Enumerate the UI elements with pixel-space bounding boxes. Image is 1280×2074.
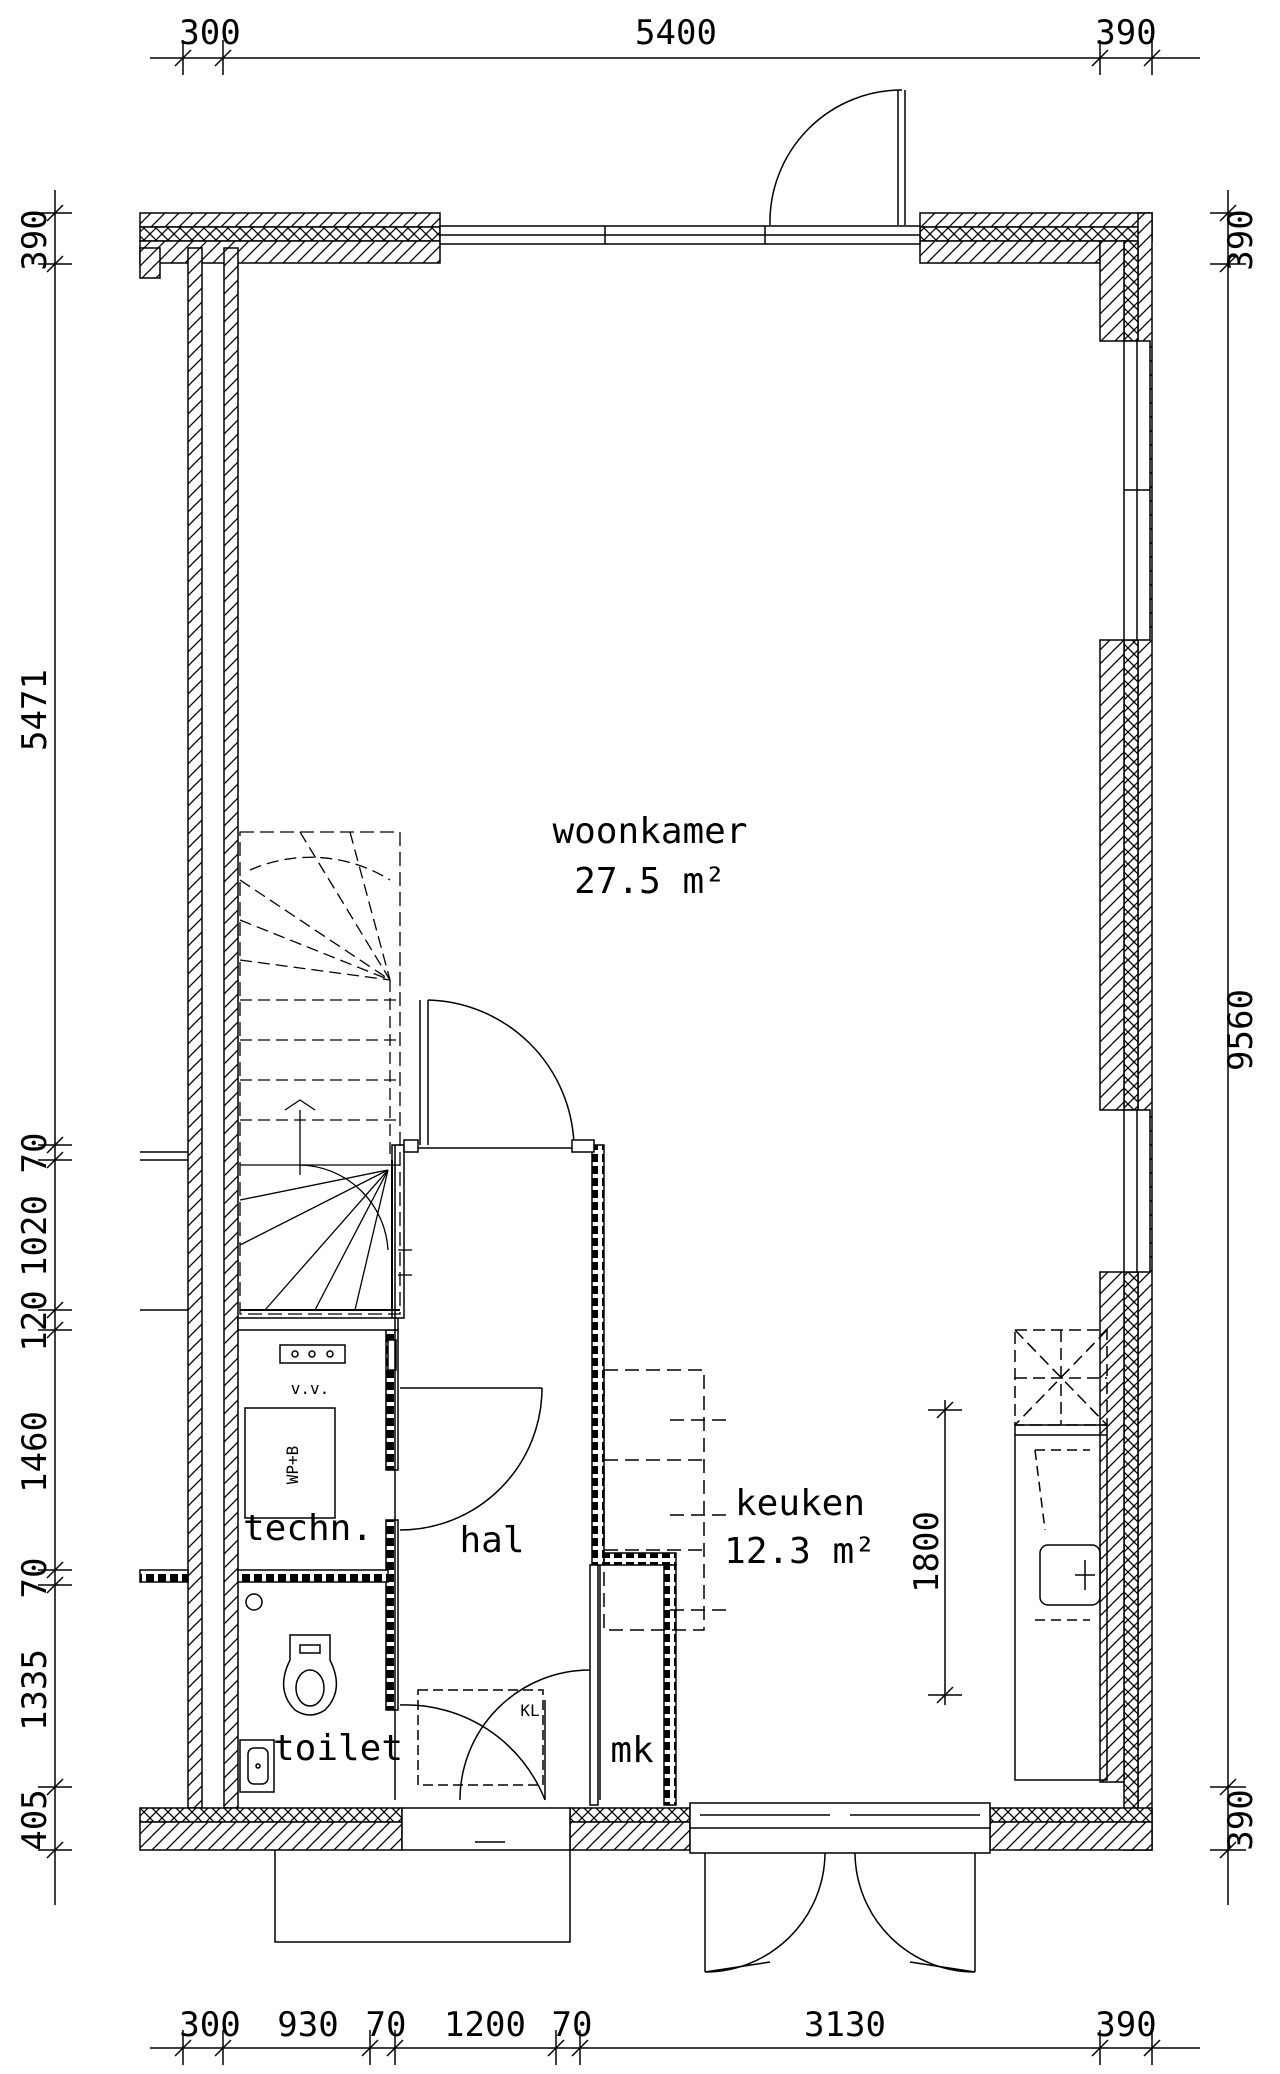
dim-right-3: 390 [1221, 1789, 1261, 1850]
dimension-lines [38, 40, 1246, 2065]
dim-bottom-2: 930 [277, 2005, 338, 2045]
dim-bottom-5: 70 [552, 2005, 593, 2045]
toilet-icon [282, 1634, 338, 1716]
wp-label: WP+B [283, 1446, 302, 1485]
room-woonkamer-name: woonkamer [552, 811, 747, 852]
dimension-labels-left: 390 5471 70 1020 120 1460 70 1335 405 [15, 209, 55, 1850]
dim-left-5: 120 [15, 1290, 55, 1351]
top-door [769, 89, 906, 226]
washbasin-icon [239, 1739, 275, 1793]
garden-walls [140, 1151, 188, 1311]
dim-right-2: 9560 [1221, 989, 1261, 1071]
room-keuken-area: 12.3 m² [724, 1531, 876, 1572]
dimension-labels-top: 300 5400 390 [179, 13, 1156, 53]
dim-left-7: 70 [15, 1558, 55, 1599]
dim-top-3: 390 [1095, 13, 1156, 53]
outer-walls [139, 212, 1153, 1851]
heat-pump-icon [244, 1407, 336, 1519]
dim-bottom-7: 390 [1095, 2005, 1156, 2045]
dim-bottom-4: 1200 [444, 2005, 526, 2045]
room-toilet-name: toilet [273, 1728, 403, 1769]
dim-bottom-6: 3130 [804, 2005, 886, 2045]
dim-top-2: 5400 [635, 13, 717, 53]
room-mk-name: mk [610, 1730, 654, 1771]
dimension-labels-right: 390 9560 390 [1221, 209, 1261, 1850]
doors [274, 999, 991, 1973]
staircase [239, 831, 412, 1315]
dim-top-1: 300 [179, 13, 240, 53]
dim-counter: 1800 [907, 1511, 947, 1593]
room-labels: woonkamer 27.5 m² keuken 12.3 m² hal tec… [243, 811, 876, 1771]
room-hal-name: hal [459, 1520, 524, 1561]
dim-bottom-3: 70 [366, 2005, 407, 2045]
fixtures [239, 1329, 1108, 1793]
kl-label: KL [520, 1701, 539, 1720]
dim-left-9: 405 [15, 1789, 55, 1850]
dim-bottom-1: 300 [179, 2005, 240, 2045]
dim-right-1: 390 [1221, 209, 1261, 270]
dim-left-4: 1020 [15, 1195, 55, 1277]
kitchen-sink-icon [1039, 1544, 1101, 1606]
dim-left-8: 1335 [15, 1649, 55, 1731]
dimension-labels-bottom: 300 930 70 1200 70 3130 390 [179, 2005, 1156, 2045]
vv-label: v.v. [291, 1379, 330, 1398]
room-woonkamer-area: 27.5 m² [574, 861, 726, 902]
kitchen-counter [1014, 1329, 1108, 1426]
sink-icon [279, 1344, 346, 1364]
dining-table [603, 1369, 730, 1631]
room-keuken-name: keuken [735, 1483, 865, 1524]
dim-left-2: 5471 [15, 669, 55, 751]
dim-left-1: 390 [15, 209, 55, 270]
interior-walls [139, 1144, 677, 1806]
dim-left-3: 70 [15, 1133, 55, 1174]
dim-left-6: 1460 [15, 1411, 55, 1493]
room-techn-name: techn. [243, 1508, 373, 1549]
windows [439, 225, 1151, 1273]
